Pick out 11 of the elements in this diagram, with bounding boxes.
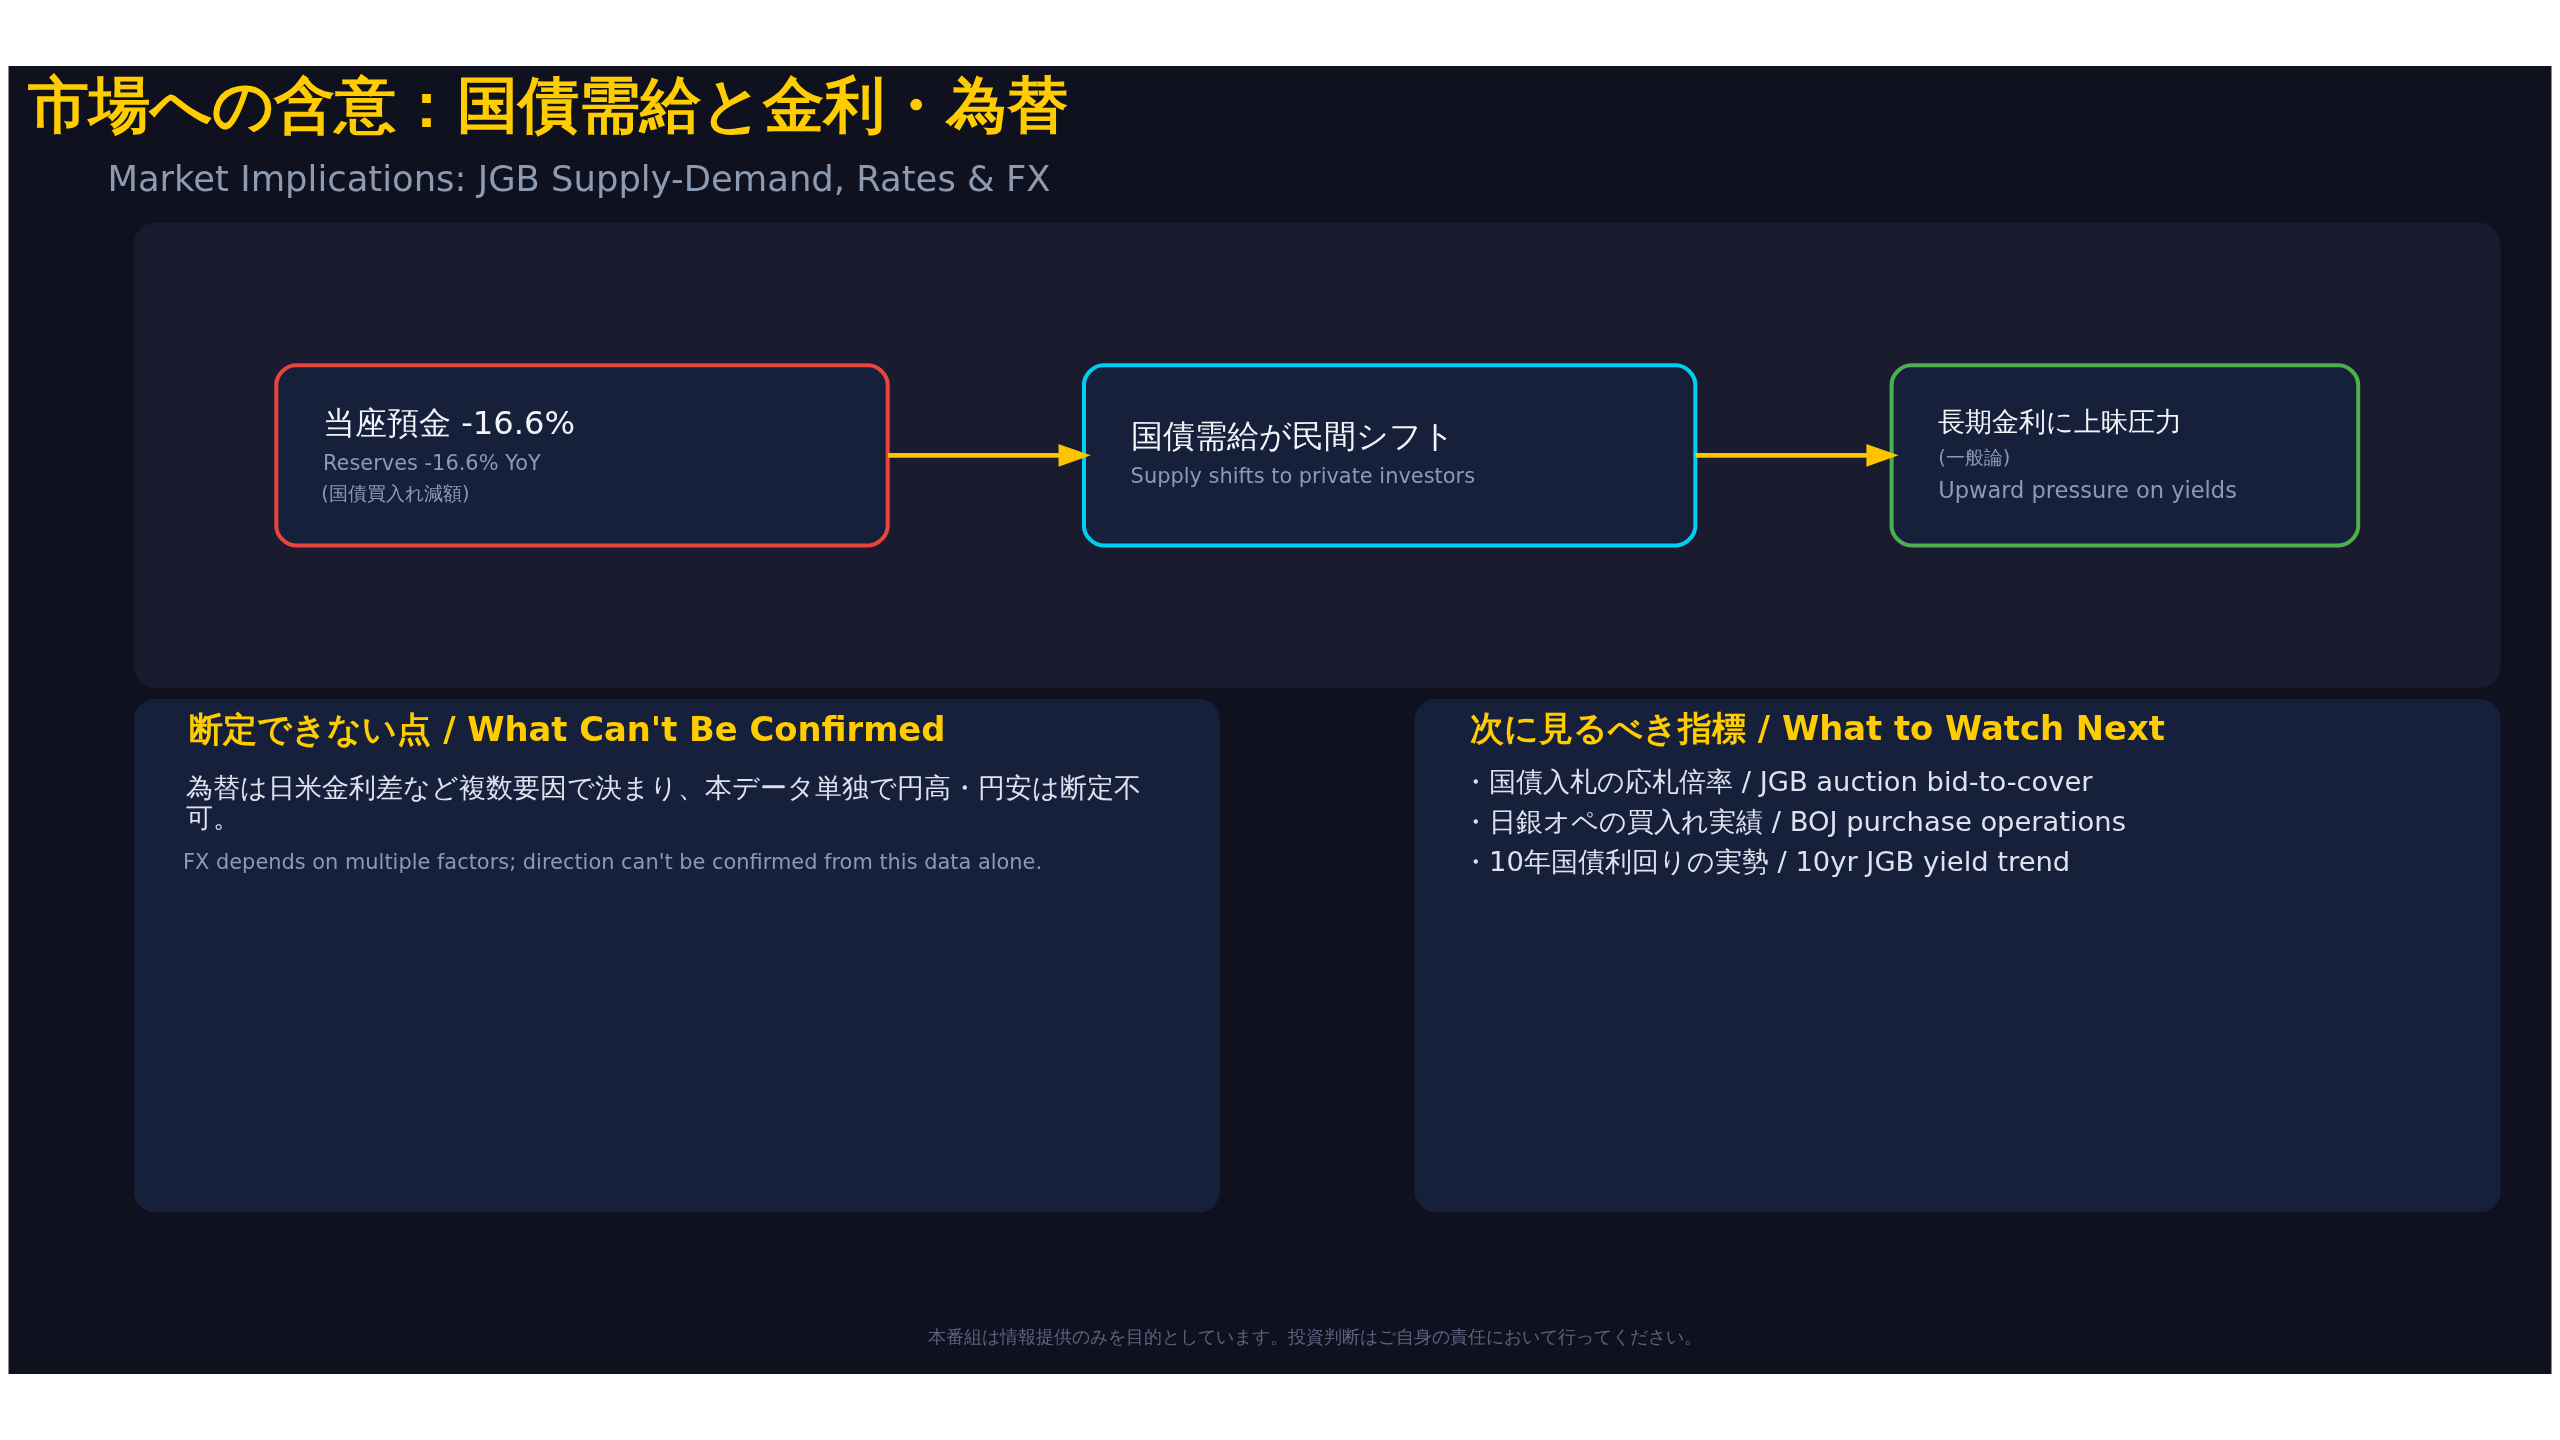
cluster	[133, 222, 2501, 688]
node-box: 当座預金 -16.6% Reserves -16.6% YoY (国債買入れ減額)	[274, 363, 890, 548]
diagram-title: 市場への含意：国債需給と金利・為替	[27, 69, 1068, 141]
node-box: 国債需給が民間シフト Supply shifts to private investors	[1081, 363, 1698, 548]
arrow	[1695, 444, 1899, 467]
node-box: 次に見るべき指標 / What to Watch Next ・国債入札の応札倍率 / JGB auction bid-to-cover ・日銀オペの買入れ実績 / BOJ purchase operations ・10年国債利回りの実勢 / 10yr JGB yield trend	[1414, 699, 2501, 1213]
label: 本番組は情報提供のみを目的としています。投資判断はご自身の責任において行ってください。	[927, 1327, 1702, 1348]
label: Market Implications: JGB Supply-Demand, Rates & FX	[107, 157, 1051, 199]
arrow	[888, 444, 1091, 467]
node-box: 断定できない点 / What Can't Be Confirmed 為替は日米金利差など複数要因で決まり、本データ単独で円高・円安は断定不可。 FX depends on multiple factors; direction can't be confirmed from this data alone.	[133, 699, 1220, 1213]
node-box: 長期金利に上昧圧力 (一般論) Upward pressure on yields	[1889, 363, 2361, 548]
